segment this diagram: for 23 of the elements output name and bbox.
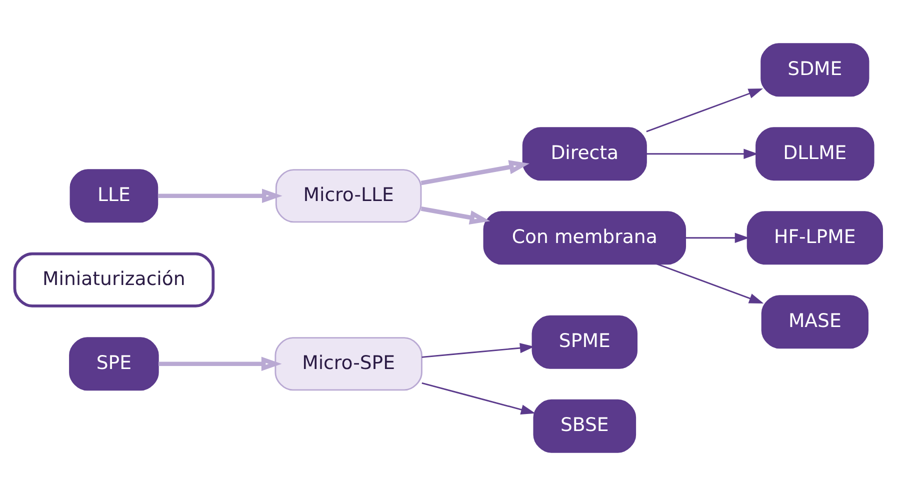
node-box: MASE	[761, 294, 868, 348]
node-box: LLE	[70, 168, 158, 222]
arrow	[646, 88, 764, 132]
node-box: Micro-SPE	[274, 336, 422, 390]
arrow	[422, 382, 536, 414]
arrow	[420, 206, 490, 224]
arrow	[686, 232, 750, 242]
node-box: SPME	[532, 314, 638, 368]
node-box: Miniaturización	[13, 252, 215, 307]
node-box: SDME	[760, 42, 870, 96]
arrow	[646, 148, 758, 158]
node-box: SPE	[69, 336, 159, 390]
arrow	[158, 356, 282, 370]
node-box: Micro-LLE	[275, 168, 422, 222]
node-box: Directa	[522, 126, 647, 180]
node-box: HF-LPME	[746, 210, 883, 264]
node-box: Con membrana	[483, 210, 686, 264]
node-box: DLLME	[756, 126, 874, 180]
arrow	[420, 160, 530, 185]
arrow	[422, 342, 534, 358]
arrow	[158, 188, 282, 202]
node-box: SBSE	[533, 398, 636, 452]
arrow	[656, 262, 764, 303]
